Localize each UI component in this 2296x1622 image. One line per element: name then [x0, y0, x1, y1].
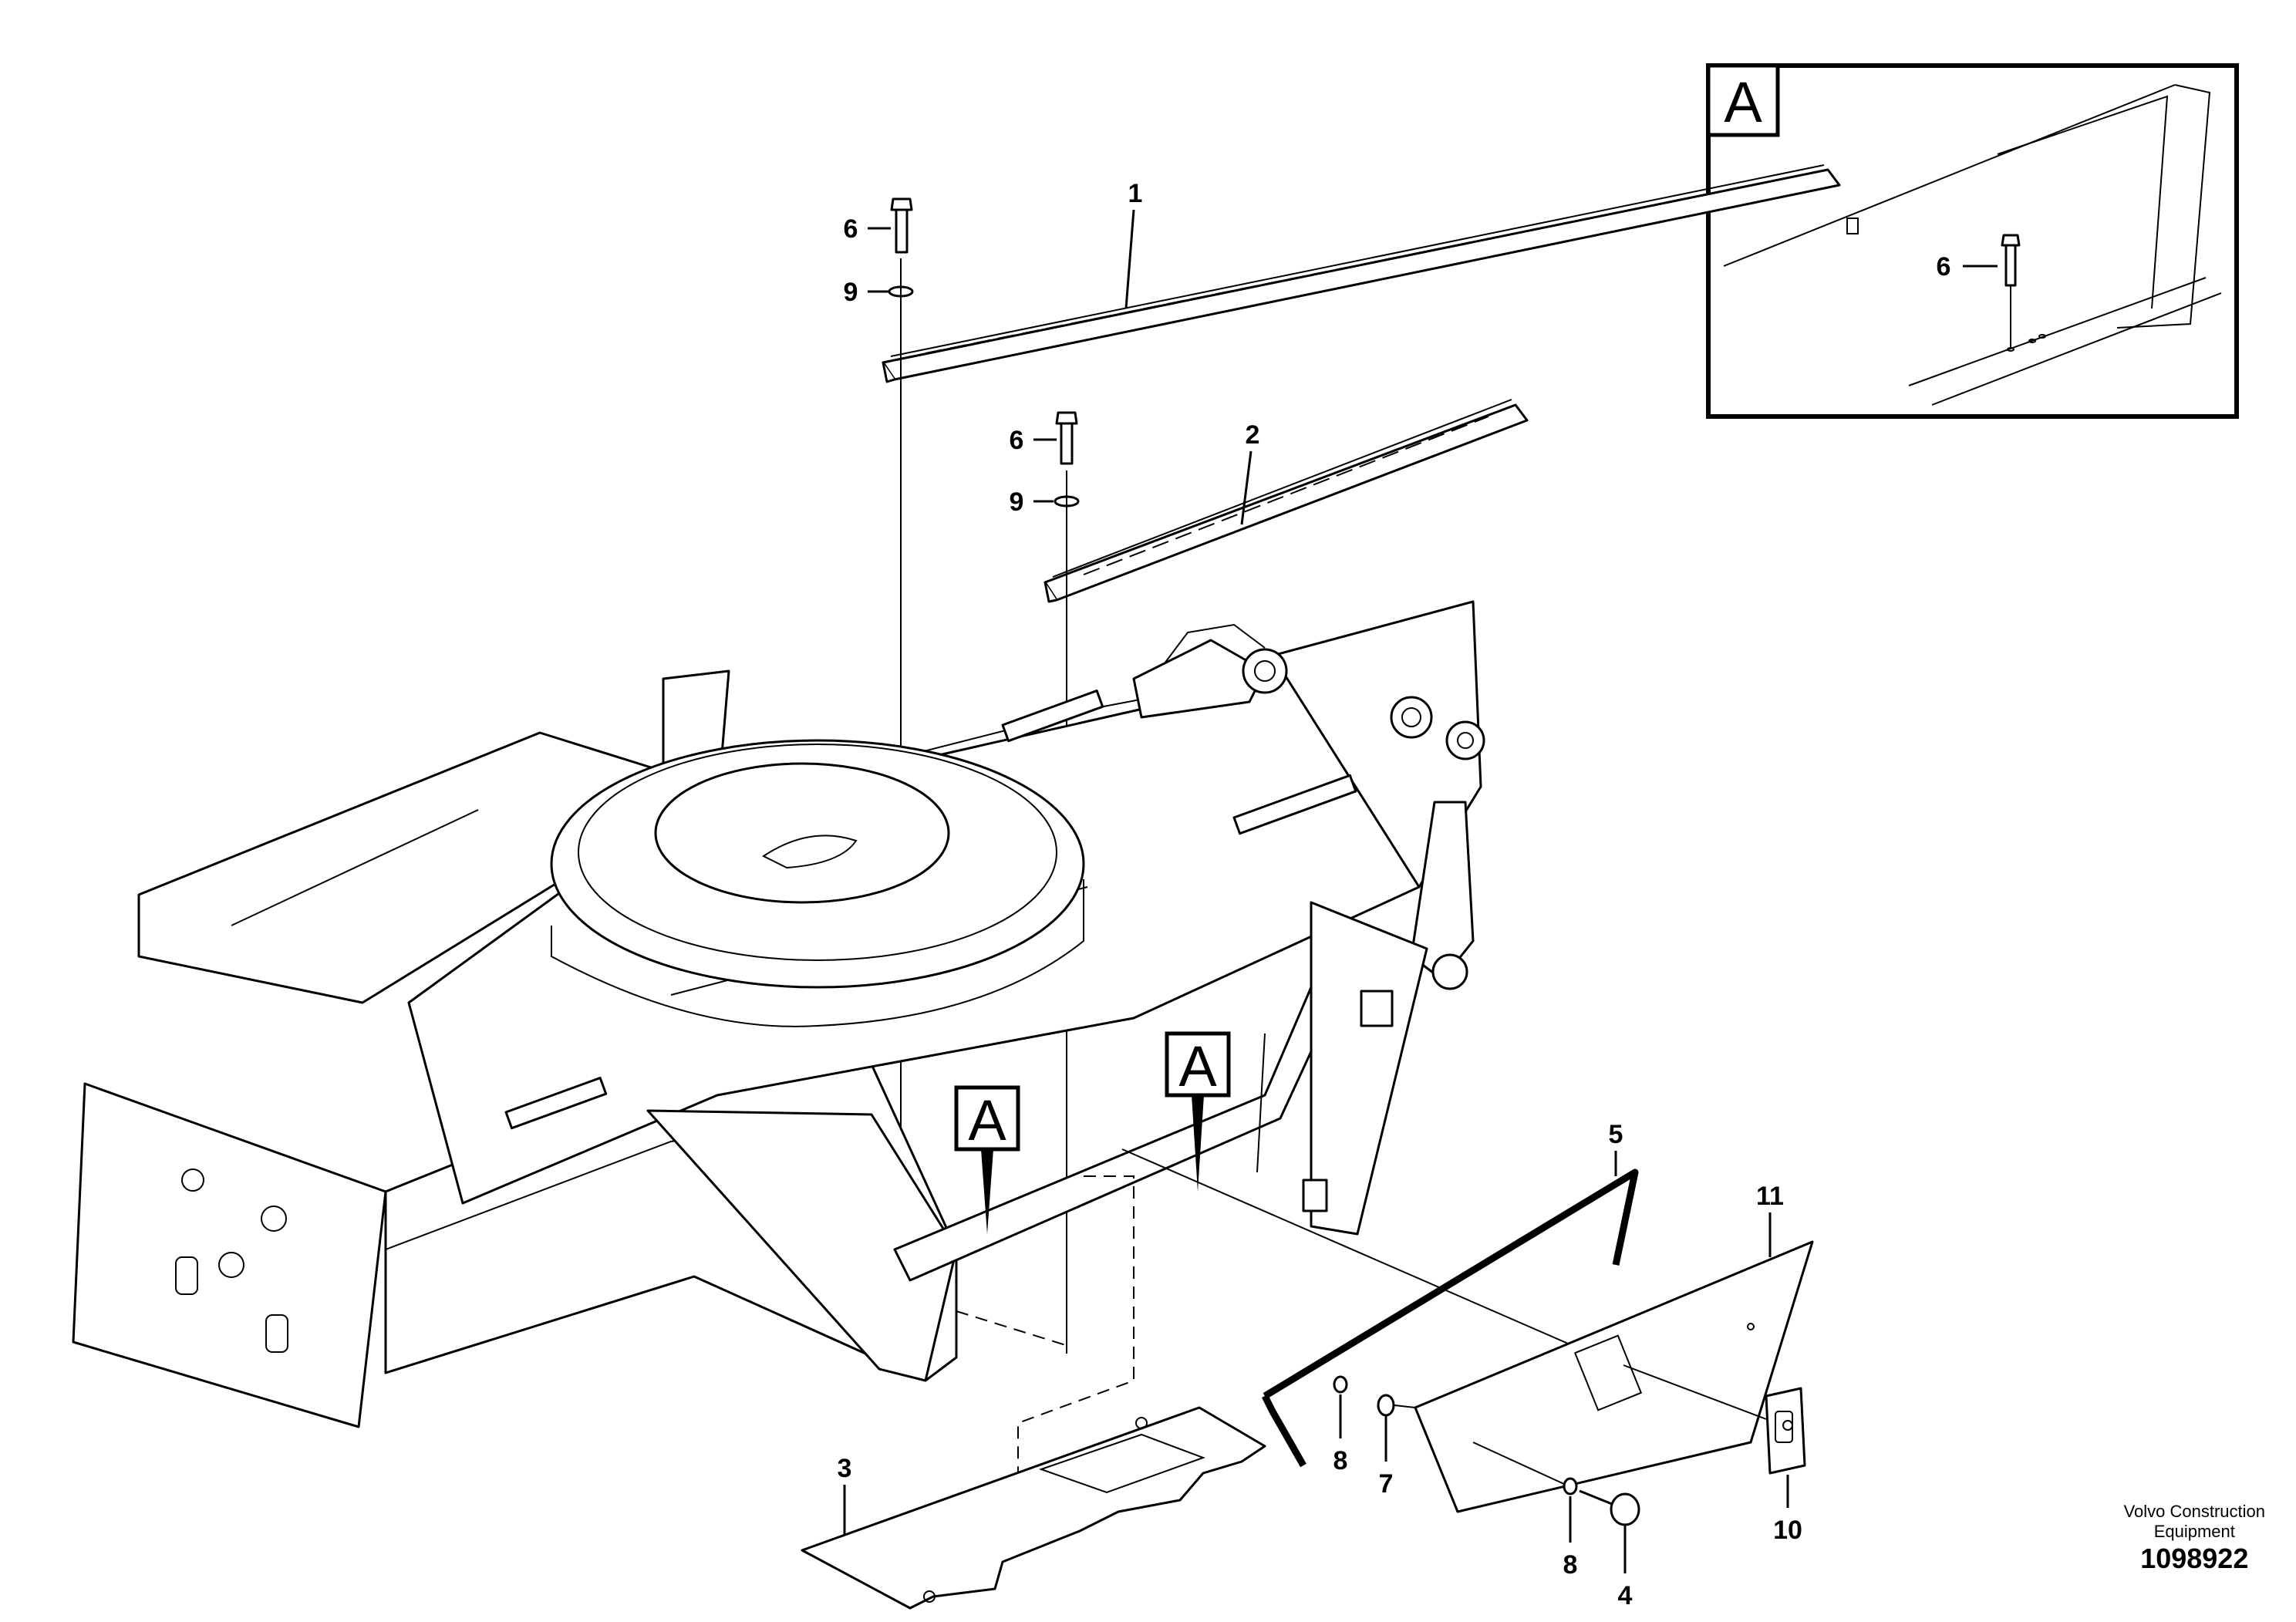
left-side-panel: [646, 1109, 958, 1382]
callout-leaders: [843, 209, 1789, 1573]
callout-3: 3: [838, 1454, 852, 1483]
detail-inner-edge: [1997, 95, 2169, 309]
callout-7: 7: [1379, 1469, 1394, 1499]
cover-plate-3: [801, 1406, 1266, 1610]
detail-view-label-box: [1706, 63, 1780, 137]
bolt-6-upper: [890, 197, 913, 254]
callout-9-lower: 9: [1010, 487, 1024, 517]
detail-panel-top-edge: [1723, 84, 2176, 267]
bolt-6-lower: [1055, 411, 1078, 465]
svg-text:A: A: [1178, 1034, 1217, 1098]
detail-panel-side: [2116, 84, 2211, 329]
cover-plate-10: [1765, 1387, 1806, 1475]
callout-1: 1: [1128, 179, 1143, 208]
knob-4: [1579, 1489, 1640, 1526]
callout-10: 10: [1773, 1516, 1802, 1545]
detail-view-frame: [1706, 63, 2239, 419]
callout-5: 5: [1609, 1120, 1623, 1149]
front-mount-plate: [72, 1082, 387, 1428]
nut-8-lower: [1563, 1477, 1578, 1496]
view-marker-a-right: A: [1165, 1031, 1231, 1192]
callout-8-lower: 8: [1563, 1550, 1578, 1580]
drawing-number: 1098922: [2140, 1543, 2249, 1574]
dashed-path-2: [1017, 1175, 1135, 1519]
callout-6-upper: 6: [844, 214, 858, 244]
assembly-line-cover: [1121, 1148, 1574, 1347]
drawing-footer: Volvo Construction Equipment 1098922: [2124, 1502, 2265, 1576]
brand-line-2: Equipment: [2153, 1522, 2235, 1541]
callout-9-upper: 9: [844, 278, 858, 307]
detail-floor-edge: [1908, 277, 2222, 406]
detail-bolt: [2001, 234, 2046, 352]
callout-2: 2: [1246, 420, 1260, 450]
assembly-line-cover-plate: [1623, 1364, 1767, 1420]
step-rail-1: [882, 164, 1841, 383]
detail-tab: [1846, 218, 1859, 234]
callout-6-lower: 6: [1010, 426, 1024, 455]
callout-11: 11: [1756, 1182, 1784, 1211]
detail-view-label: A: [1724, 70, 1762, 134]
washer-7: [1377, 1394, 1395, 1417]
callout-8-upper: 8: [1333, 1446, 1348, 1475]
view-marker-a-left: A: [954, 1085, 1020, 1234]
step-rail-2: [1043, 399, 1529, 603]
dashed-path-1: [956, 1310, 1069, 1347]
seal-strip-5: [1263, 1168, 1639, 1399]
detail-view-a: A 6: [1706, 63, 2239, 419]
callout-4: 4: [1618, 1581, 1633, 1610]
cover-panel-11: [1414, 1240, 1814, 1513]
nut-8-upper: [1333, 1375, 1348, 1394]
svg-text:A: A: [968, 1088, 1006, 1152]
main-frame: [72, 600, 1485, 1428]
brand-line-1: Volvo Construction: [2123, 1502, 2265, 1521]
detail-callout-6: 6: [1937, 252, 1951, 282]
seal-strip-5-end: [1261, 1394, 1306, 1468]
